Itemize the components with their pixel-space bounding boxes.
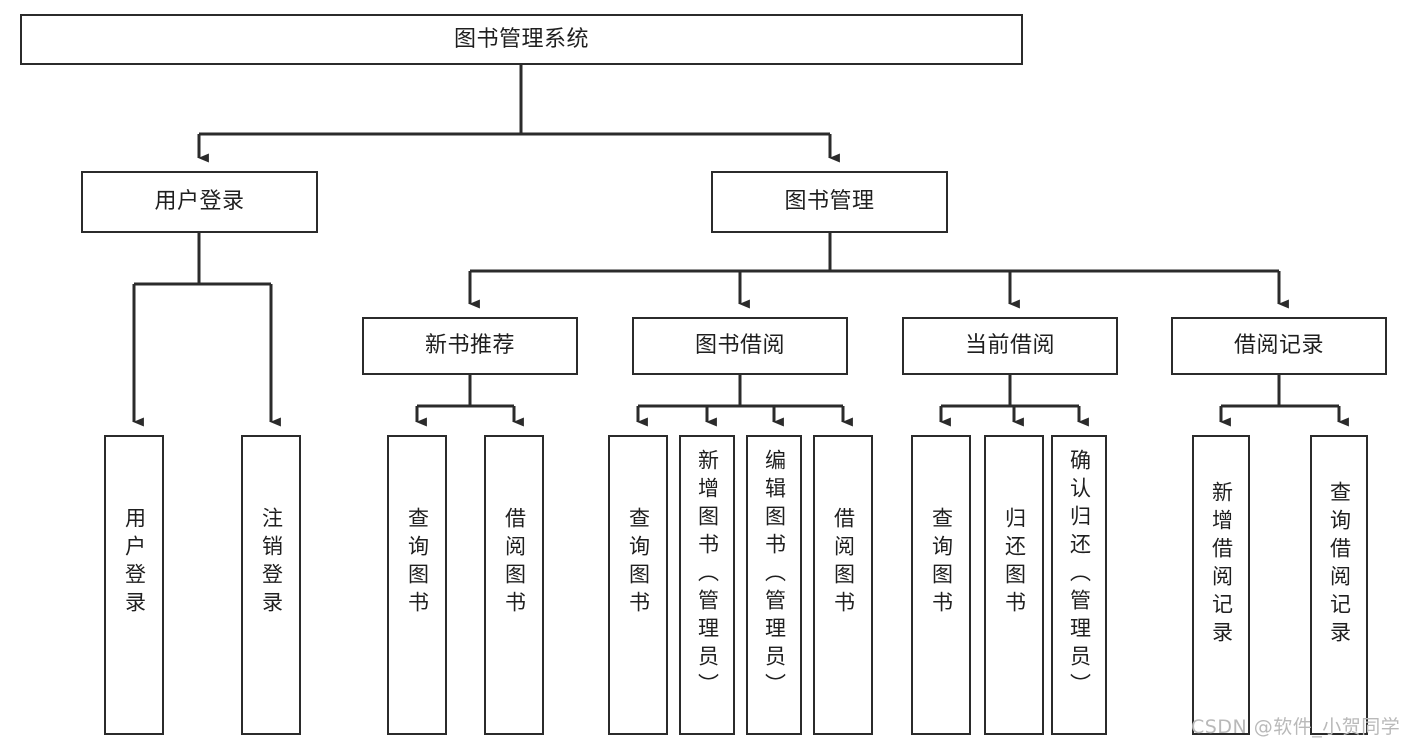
- node-leaf-query-book-2-label: 查询图书: [626, 507, 651, 619]
- node-root-label: 图书管理系统: [453, 26, 589, 52]
- node-current-borrow[interactable]: 当前借阅: [902, 317, 1118, 375]
- csdn-watermark: CSDN @软件_小贺同学: [1191, 716, 1401, 738]
- node-leaf-logout[interactable]: 注销登录: [241, 435, 301, 735]
- node-leaf-return-book-label: 归还图书: [1002, 507, 1027, 619]
- node-leaf-return-book[interactable]: 归还图书: [984, 435, 1044, 735]
- node-leaf-edit-book-admin[interactable]: 编辑图书（管理员）: [746, 435, 802, 735]
- node-user-login[interactable]: 用户登录: [81, 171, 318, 233]
- node-new-book-rec[interactable]: 新书推荐: [362, 317, 578, 375]
- node-leaf-add-borrow-record-label: 新增借阅记录: [1209, 481, 1234, 649]
- node-current-borrow-label: 当前借阅: [964, 333, 1055, 359]
- node-leaf-query-book-3[interactable]: 查询图书: [911, 435, 971, 735]
- node-leaf-confirm-return-admin[interactable]: 确认归还（管理员）: [1051, 435, 1107, 735]
- node-book-manage-label: 图书管理: [784, 189, 875, 215]
- node-leaf-query-book-2[interactable]: 查询图书: [608, 435, 668, 735]
- node-root[interactable]: 图书管理系统: [20, 14, 1023, 65]
- node-new-book-rec-label: 新书推荐: [424, 333, 515, 359]
- node-leaf-query-borrow-record-label: 查询借阅记录: [1327, 481, 1352, 649]
- node-leaf-edit-book-admin-label: 编辑图书（管理员）: [762, 449, 787, 701]
- node-book-borrow[interactable]: 图书借阅: [632, 317, 848, 375]
- node-book-manage[interactable]: 图书管理: [711, 171, 948, 233]
- node-leaf-borrow-book-1[interactable]: 借阅图书: [484, 435, 544, 735]
- node-leaf-borrow-book-2-label: 借阅图书: [831, 507, 856, 619]
- node-leaf-query-borrow-record[interactable]: 查询借阅记录: [1310, 435, 1368, 735]
- node-borrow-record-label: 借阅记录: [1233, 333, 1324, 359]
- node-user-login-label: 用户登录: [154, 189, 245, 215]
- node-leaf-add-book-admin[interactable]: 新增图书（管理员）: [679, 435, 735, 735]
- node-leaf-query-book-1-label: 查询图书: [405, 507, 430, 619]
- node-borrow-record[interactable]: 借阅记录: [1171, 317, 1387, 375]
- node-leaf-user-login-label: 用户登录: [122, 507, 147, 619]
- node-leaf-query-book-3-label: 查询图书: [929, 507, 954, 619]
- node-book-borrow-label: 图书借阅: [694, 333, 785, 359]
- node-leaf-borrow-book-1-label: 借阅图书: [502, 507, 527, 619]
- node-leaf-add-borrow-record[interactable]: 新增借阅记录: [1192, 435, 1250, 735]
- node-leaf-borrow-book-2[interactable]: 借阅图书: [813, 435, 873, 735]
- node-leaf-logout-label: 注销登录: [259, 507, 284, 619]
- node-leaf-user-login[interactable]: 用户登录: [104, 435, 164, 735]
- node-leaf-query-book-1[interactable]: 查询图书: [387, 435, 447, 735]
- node-leaf-add-book-admin-label: 新增图书（管理员）: [695, 449, 720, 701]
- node-leaf-confirm-return-admin-label: 确认归还（管理员）: [1067, 449, 1092, 701]
